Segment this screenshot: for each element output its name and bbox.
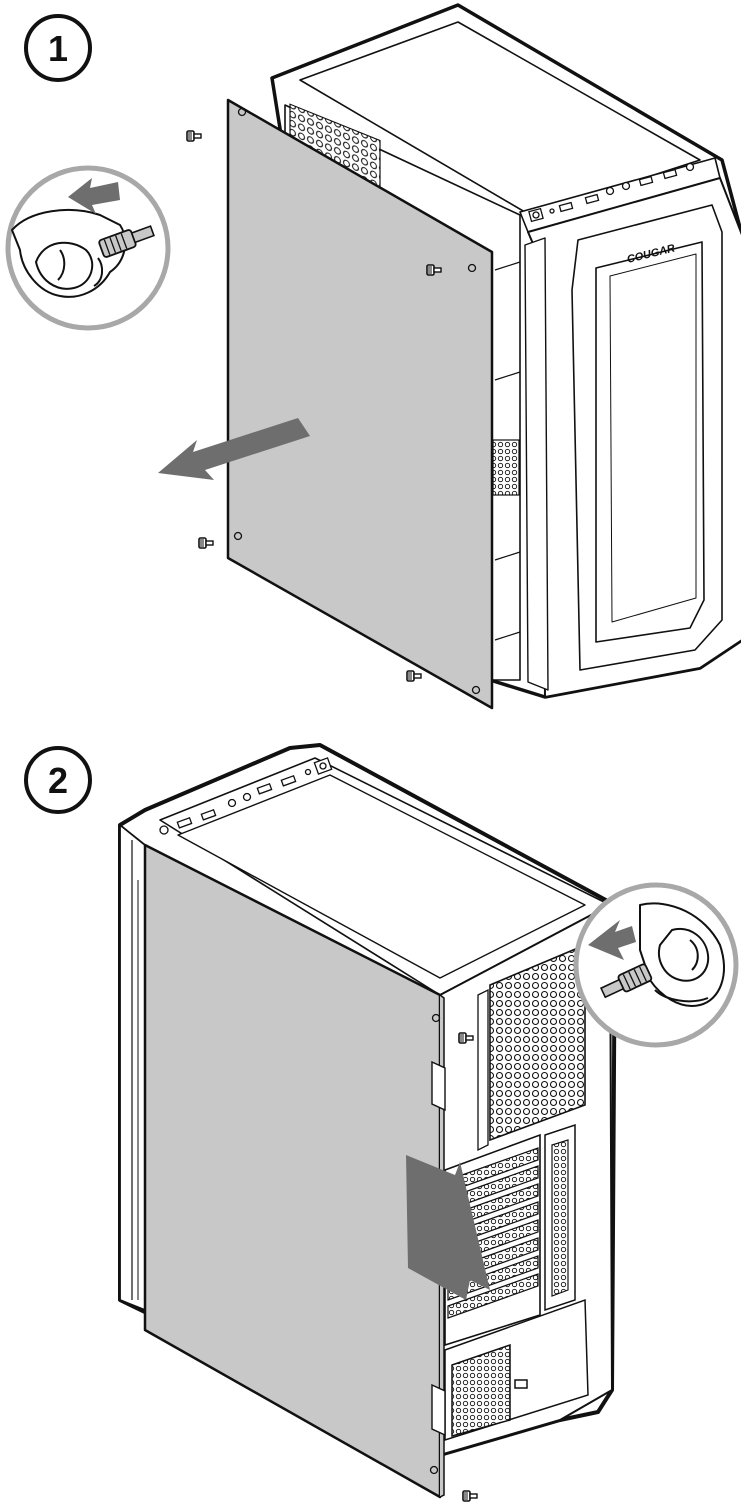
step-1-badge: 1: [26, 16, 90, 80]
step-2: 2: [26, 745, 736, 1501]
mesh-grille-icon: [493, 440, 519, 495]
thumbscrew-icon: [199, 538, 213, 548]
inset-unscrew-detail: [8, 168, 168, 328]
step-2-number: 2: [48, 760, 68, 801]
step-1-number: 1: [48, 28, 68, 69]
inset-tighten-detail: [576, 885, 736, 1045]
thumbscrew-icon: [407, 671, 421, 681]
step-2-badge: 2: [26, 748, 90, 812]
step-1: 1: [8, 5, 741, 708]
thumbscrew-icon: [187, 131, 201, 141]
thumbscrew-icon: [463, 1491, 477, 1501]
